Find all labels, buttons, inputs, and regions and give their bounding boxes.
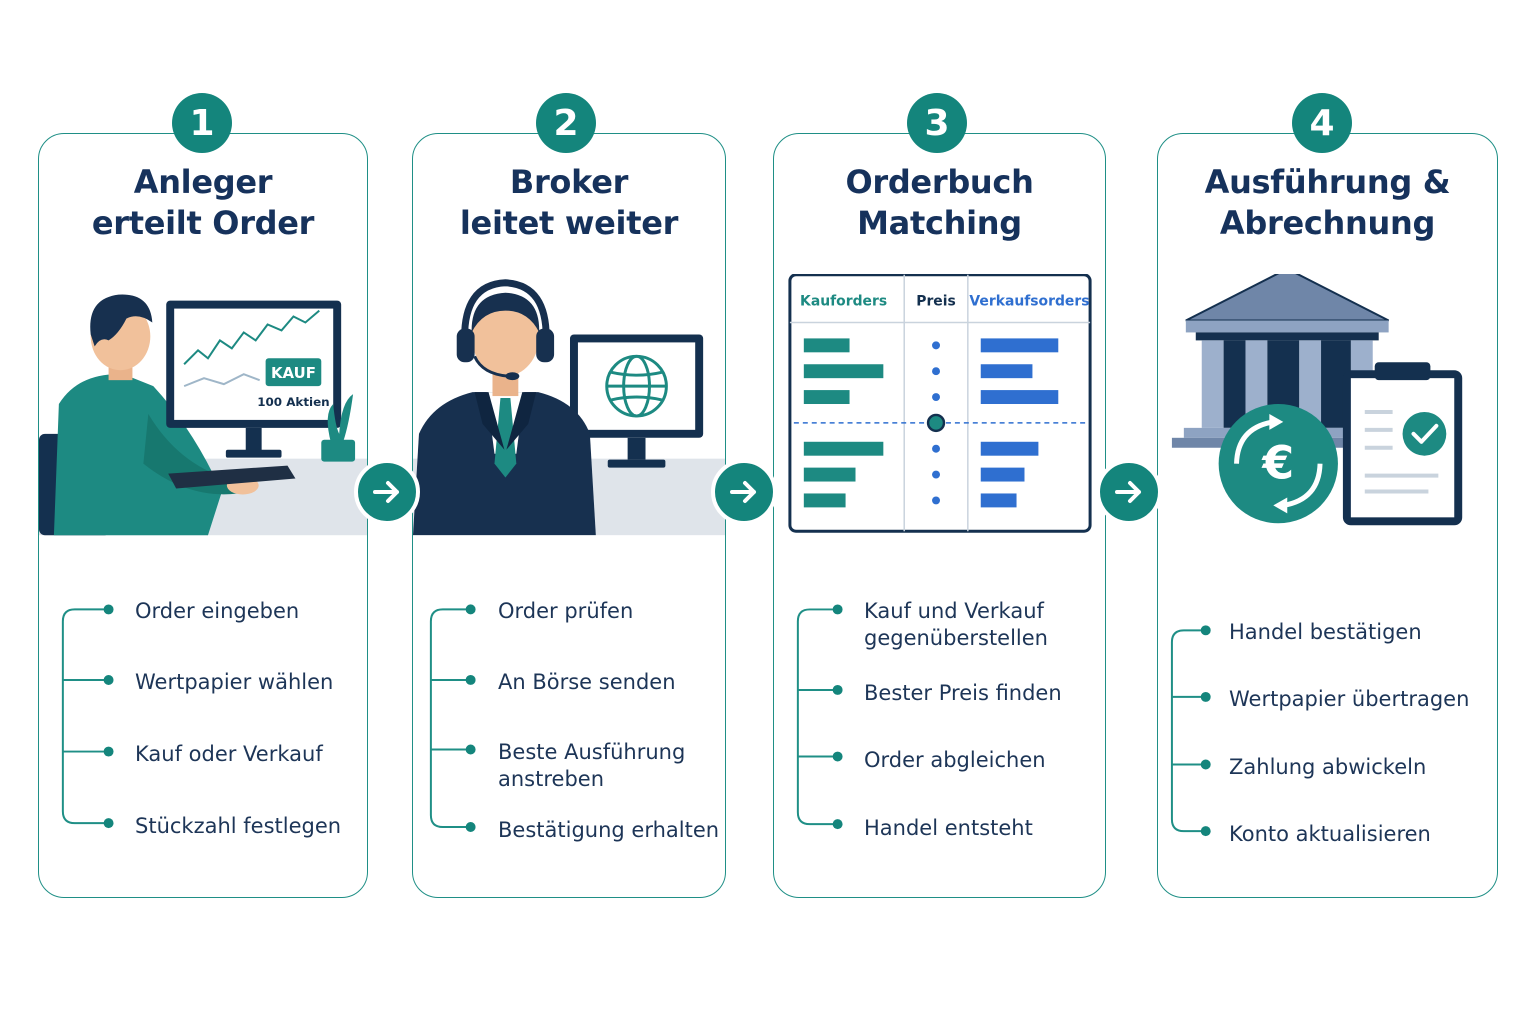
step-4-title-line-2: Abrechnung xyxy=(1219,204,1436,242)
step-4-badge: 4 xyxy=(1292,93,1352,153)
step-4-title: Ausführung & Abrechnung xyxy=(1158,162,1497,244)
step-2-item-4: Bestätigung erhalten xyxy=(498,818,720,842)
step-2-item-2: An Börse senden xyxy=(498,670,676,694)
step-1-title: Anleger erteilt Order xyxy=(39,162,367,244)
arrow-right-icon xyxy=(354,459,420,525)
step-3-item-1: Kauf und Verkauf gegenüberstellen xyxy=(864,599,1048,650)
orderbook-icon: Kauforders Preis Verkaufsorders xyxy=(788,274,1092,533)
step-3-badge: 3 xyxy=(907,93,967,153)
orderbook-header-price: Preis xyxy=(916,294,956,310)
step-2-title-line-2: leitet weiter xyxy=(459,204,679,242)
broker-headset-icon xyxy=(413,279,725,536)
step-1-item-2: Wertpapier wählen xyxy=(135,670,334,694)
clipboard-check-icon xyxy=(1342,362,1463,526)
investor-icon: KAUF 100 Aktien xyxy=(39,294,367,536)
step-card-orderbook: Orderbuch Matching Kauforders Preis Verk… xyxy=(773,133,1106,898)
euro-exchange-icon: € xyxy=(1218,404,1338,524)
step-1-title-line-1: Anleger xyxy=(133,163,273,201)
step-4-connector-lines xyxy=(1170,625,1211,837)
step-2-title: Broker leitet weiter xyxy=(413,162,725,244)
globe-icon xyxy=(605,354,668,418)
step-3-item-2: Bester Preis finden xyxy=(864,681,1062,705)
step-4-item-2: Wertpapier übertragen xyxy=(1229,687,1470,711)
step-1-connector-lines xyxy=(61,604,114,829)
step-card-settlement: Ausführung & Abrechnung xyxy=(1157,133,1498,898)
kauf-button-label: KAUF xyxy=(271,364,316,382)
orderbook-header-buy: Kauforders xyxy=(800,294,887,310)
step-2-title-line-1: Broker xyxy=(509,163,629,201)
arrow-right-icon xyxy=(711,459,777,525)
arrow-right-icon xyxy=(1096,459,1162,525)
step-3-title-line-2: Matching xyxy=(857,204,1022,242)
step-3-connector-lines xyxy=(796,604,843,830)
step-2-badge: 2 xyxy=(536,93,596,153)
step-1-item-4: Stückzahl festlegen xyxy=(135,814,342,838)
step-4-title-line-1: Ausführung & xyxy=(1204,163,1451,201)
step-1-item-3: Kauf oder Verkauf xyxy=(135,742,323,766)
step-4-item-3: Zahlung abwickeln xyxy=(1229,755,1427,779)
step-4-item-4: Konto aktualisieren xyxy=(1229,822,1431,846)
orderbook-header-sell: Verkaufsorders xyxy=(969,294,1089,310)
step-3-title-line-1: Orderbuch xyxy=(845,163,1034,201)
step-3-item-3: Order abgleichen xyxy=(864,748,1046,772)
step-1-title-line-2: erteilt Order xyxy=(91,204,315,242)
step-3-title: Orderbuch Matching xyxy=(774,162,1105,244)
euro-symbol: € xyxy=(1261,437,1294,490)
step-1-badge: 1 xyxy=(172,93,232,153)
settlement-illustration: € xyxy=(1171,274,1463,526)
step-3-item-4: Handel entsteht xyxy=(864,816,1033,840)
step-card-investor: Anleger erteilt Order KAUF 100 Aktien xyxy=(38,133,368,898)
step-2-item-3: Beste Ausführung anstreben xyxy=(498,740,686,791)
step-1-item-1: Order eingeben xyxy=(135,599,300,623)
step-4-item-1: Handel bestätigen xyxy=(1229,620,1422,644)
step-2-item-1: Order prüfen xyxy=(498,599,634,623)
step-card-broker: Broker leitet weiter xyxy=(412,133,726,898)
kauf-quantity-label: 100 Aktien xyxy=(257,395,329,409)
